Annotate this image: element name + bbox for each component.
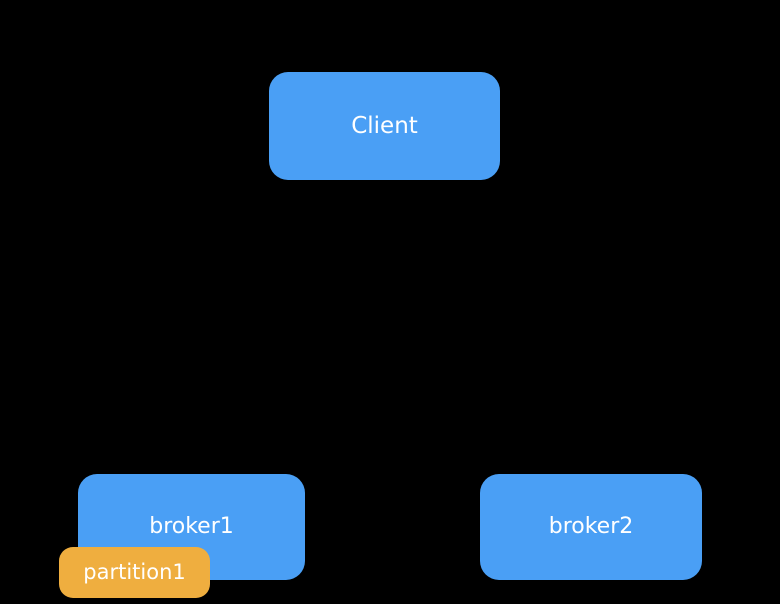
node-client[interactable]: Client: [269, 72, 500, 180]
node-partition1-label: partition1: [83, 560, 186, 584]
node-client-label: Client: [351, 112, 418, 139]
node-broker2-label: broker2: [548, 514, 634, 539]
node-broker2[interactable]: broker2: [480, 474, 702, 580]
node-broker1-label: broker1: [149, 514, 234, 539]
node-partition1[interactable]: partition1: [59, 547, 210, 598]
